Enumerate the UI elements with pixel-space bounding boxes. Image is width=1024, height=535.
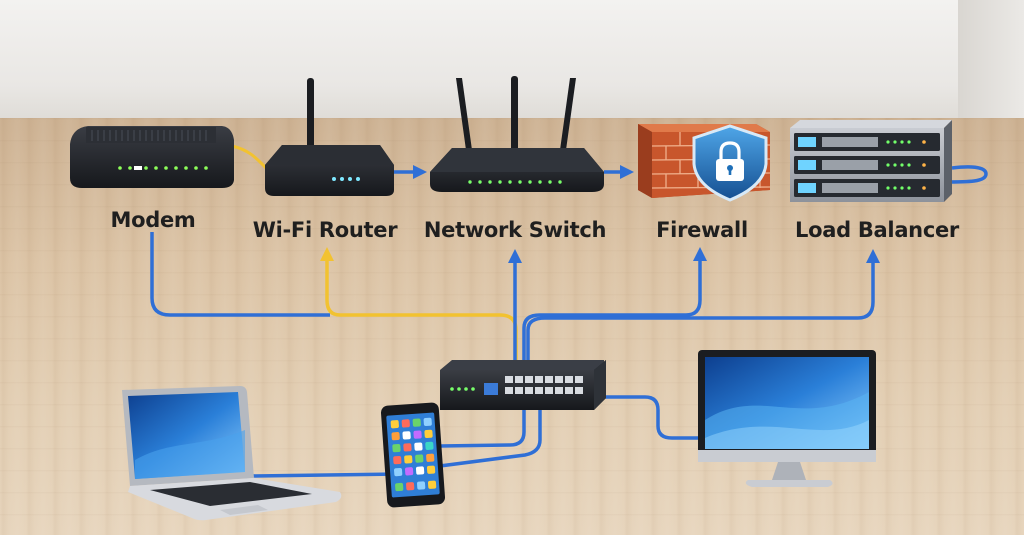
- cable-hub-phone: [439, 410, 526, 448]
- firewall-label: Firewall: [656, 218, 748, 242]
- cable-hub-firewall: [522, 247, 707, 360]
- hub-switch-icon: [440, 360, 606, 410]
- network-switch-icon: [430, 76, 604, 192]
- background-wall-corner: [958, 0, 1024, 135]
- monitor-icon: [698, 350, 876, 487]
- cable-modem-down: [150, 232, 330, 317]
- modem-icon: [70, 126, 234, 188]
- firewall-icon: [638, 124, 771, 202]
- cables: [150, 144, 988, 478]
- cable-hub-load-balancer: [526, 249, 880, 360]
- cable-hub-monitor: [604, 395, 700, 440]
- router-label: Wi-Fi Router: [252, 218, 398, 242]
- laptop-icon: [122, 386, 342, 521]
- cable-hub-router-yellow: [320, 247, 518, 360]
- network-switch-label: Network Switch: [423, 218, 607, 242]
- router-icon: [265, 78, 394, 196]
- load-balancer-label: Load Balancer: [795, 218, 959, 242]
- load-balancer-icon: [790, 120, 952, 202]
- lock-icon: [716, 141, 744, 181]
- cable-load-balancer-loop: [943, 165, 988, 184]
- smartphone-icon: [380, 402, 446, 508]
- modem-label: Modem: [110, 208, 196, 232]
- cable-modem-router: [231, 144, 268, 170]
